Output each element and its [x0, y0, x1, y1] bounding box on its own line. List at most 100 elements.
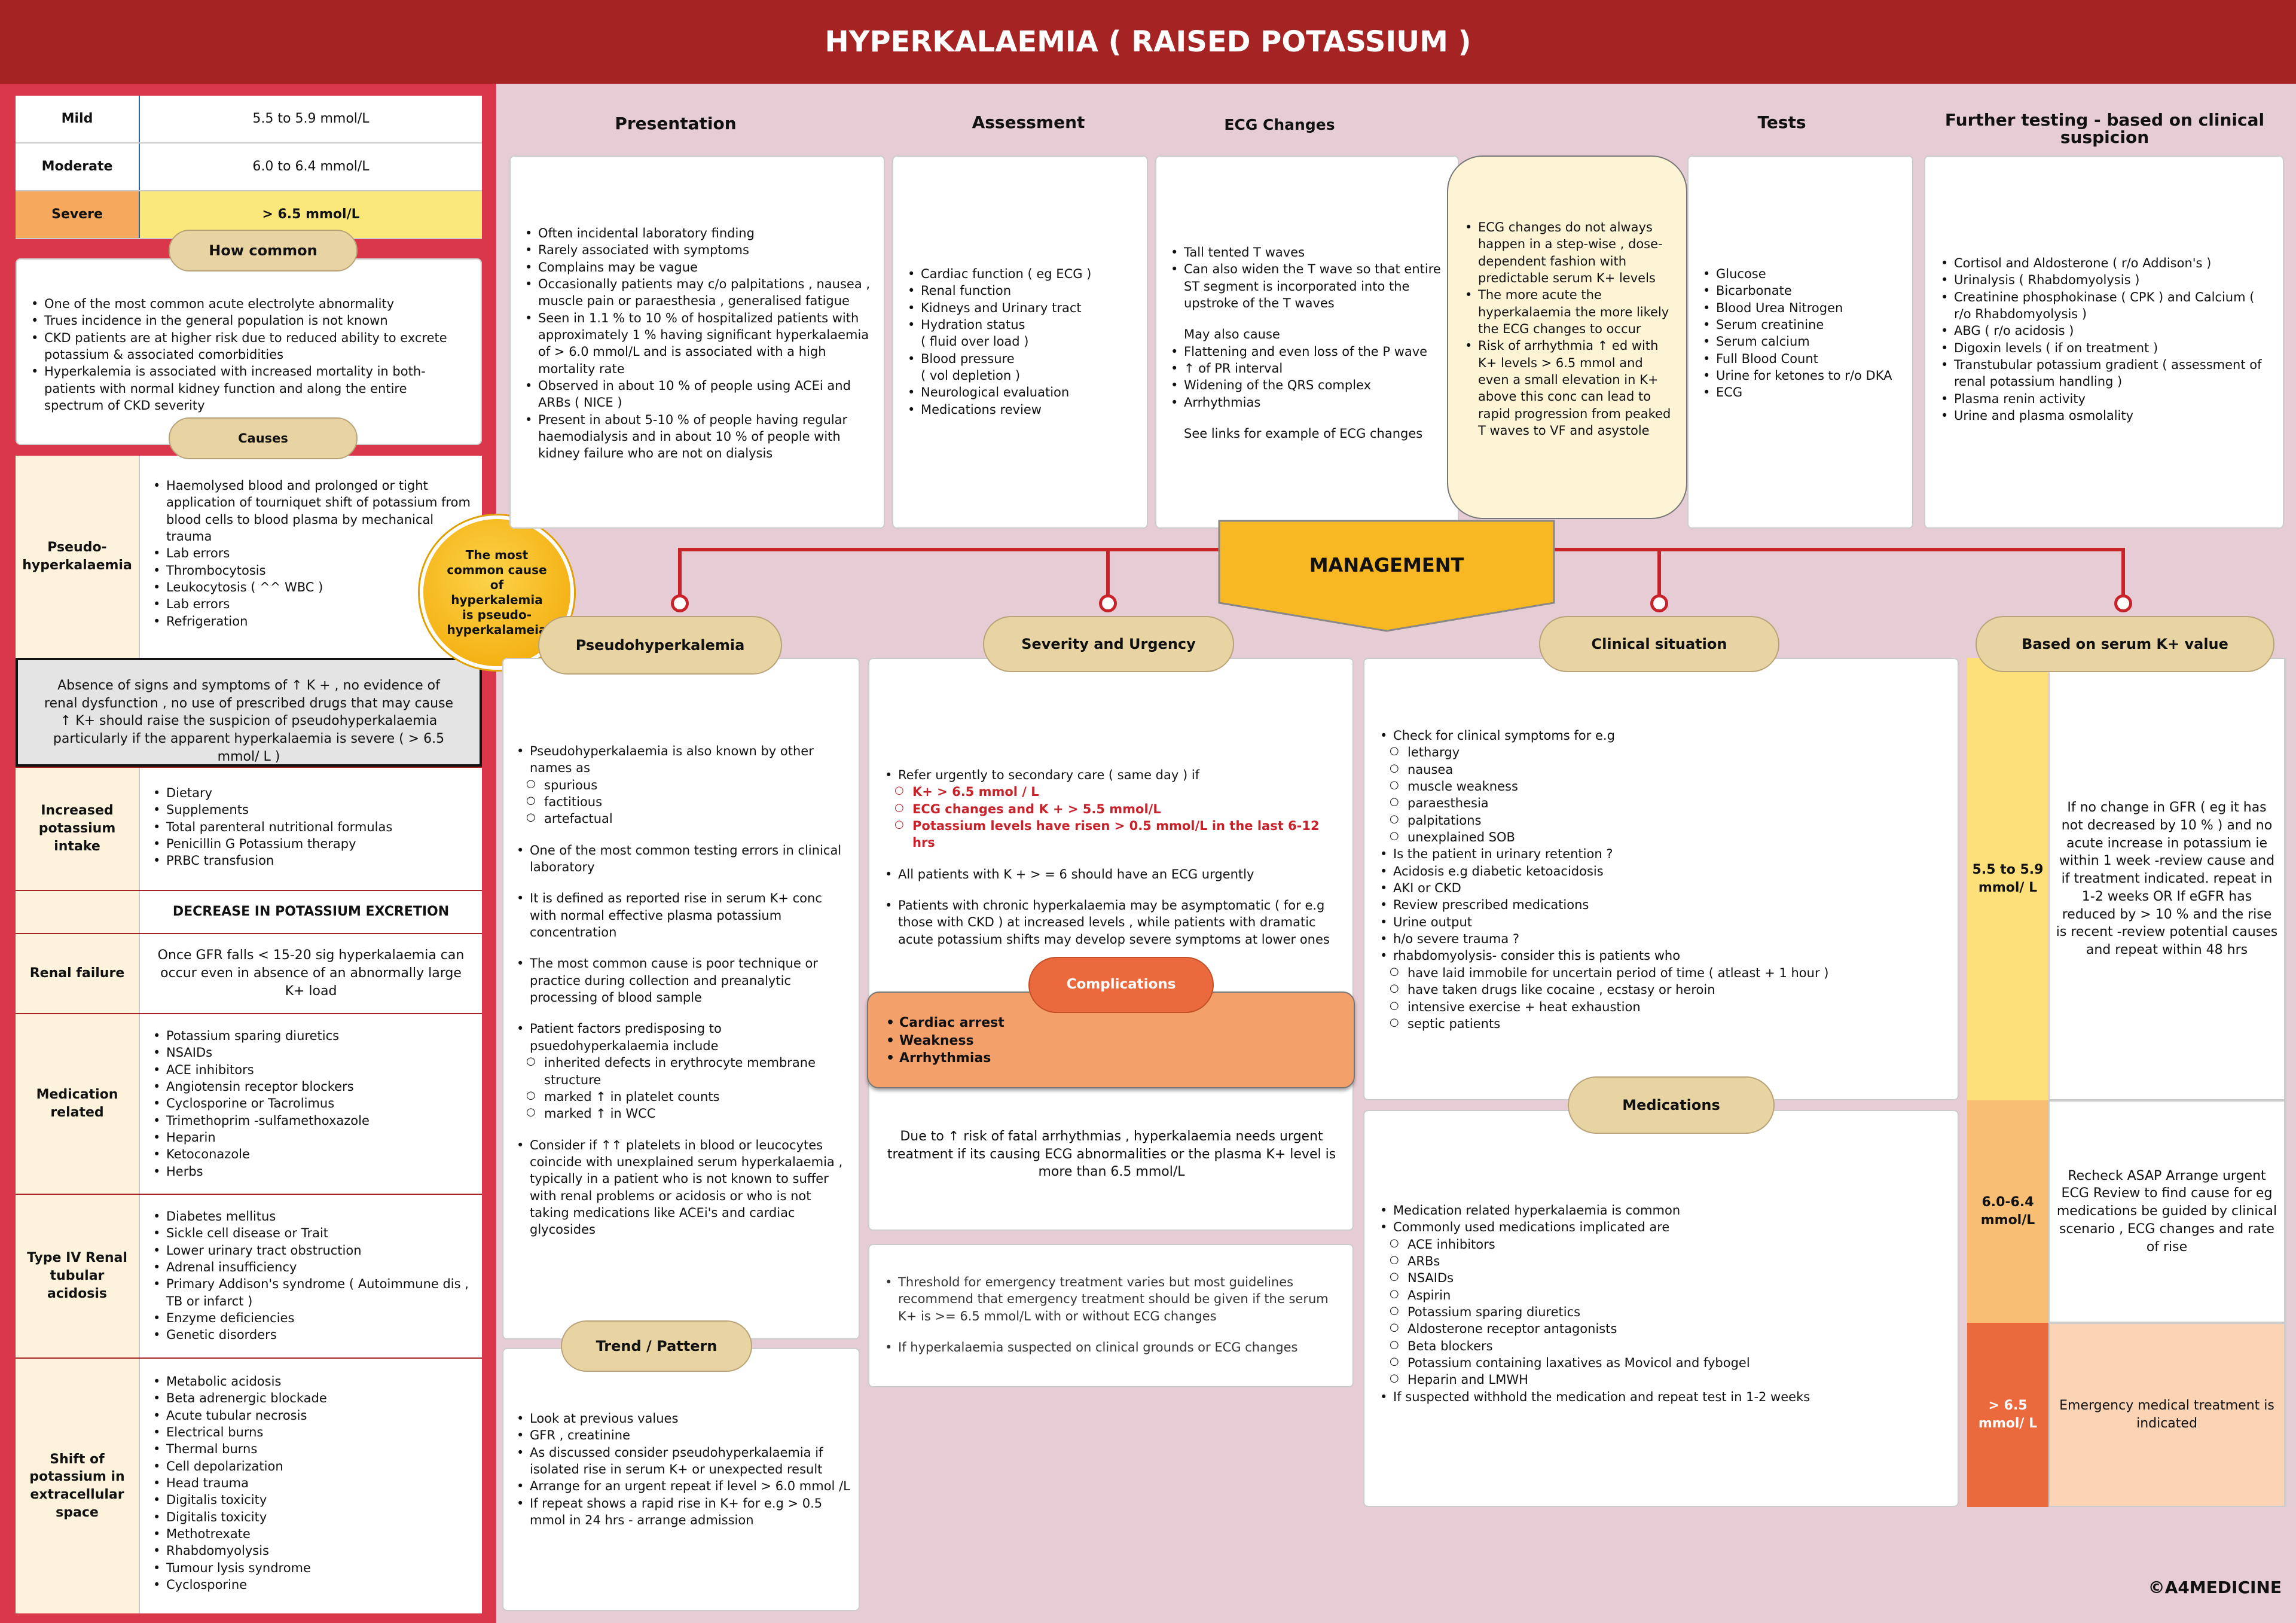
- further-testing-box: Cortisol and Aldosterone ( r/o Addison's…: [1924, 155, 2284, 529]
- list-item: muscle weakness: [1376, 778, 1947, 795]
- list-item: ACE inhibitors: [1376, 1236, 1947, 1253]
- list-item: Look at previous values: [513, 1410, 850, 1427]
- cause-intake: Increased potassium intake Dietary Suppl…: [16, 767, 482, 890]
- list-item: Digitalis toxicity: [149, 1491, 472, 1509]
- pseudo-mgmt-box: Pseudohyperkalaemia is also known by oth…: [502, 658, 860, 1340]
- list-item: Commonly used medications implicated are: [1376, 1219, 1947, 1236]
- list-item: Adrenal insufficiency: [149, 1259, 472, 1276]
- excretion-header: DECREASE IN POTASSIUM EXCRETION: [172, 904, 450, 920]
- medications-pill: Medications: [1568, 1076, 1775, 1134]
- list-item: Tall tented T waves: [1167, 244, 1449, 261]
- severity-label: Mild: [16, 96, 140, 142]
- list-item: have taken drugs like cocaine , ecstasy …: [1376, 981, 1947, 998]
- list-item: Potassium containing laxatives as Movico…: [1376, 1354, 1947, 1371]
- list-item: Primary Addison's syndrome ( Autoimmune …: [149, 1276, 472, 1310]
- list-item: marked ↑ in WCC: [513, 1105, 850, 1122]
- list-item: Genetic disorders: [149, 1326, 472, 1344]
- list-item: lethargy: [1376, 744, 1947, 761]
- pseudo-mgmt-pill: Pseudohyperkalemia: [538, 616, 782, 675]
- excretion-header-row: DECREASE IN POTASSIUM EXCRETION: [16, 890, 482, 933]
- ecg-title: ECG Changes: [1224, 116, 1335, 133]
- list-item: Transtubular potassium gradient ( assess…: [1937, 356, 2274, 391]
- list-item: palpitations: [1376, 812, 1947, 829]
- list-item: Herbs: [149, 1163, 472, 1180]
- list-item: Enzyme deficiencies: [149, 1310, 472, 1327]
- list-item: Blood Urea Nitrogen: [1699, 300, 1906, 317]
- list-item: All patients with K + > = 6 should have …: [881, 866, 1342, 883]
- list-item: Aldosterone receptor antagonists: [1376, 1320, 1947, 1337]
- list-item: Sickle cell disease or Trait: [149, 1225, 472, 1242]
- list-item: Angiotensin receptor blockers: [149, 1078, 472, 1096]
- list-item: Plasma renin activity: [1937, 391, 2274, 408]
- connector-node: [2114, 594, 2132, 612]
- list-item: paraesthesia: [1376, 795, 1947, 812]
- list-item: Rarely associated with symptoms: [521, 242, 875, 259]
- list-item: Potassium sparing diuretics: [1376, 1304, 1947, 1320]
- list-item: Is the patient in urinary retention ?: [1376, 846, 1947, 863]
- list-item: factitious: [513, 794, 850, 810]
- severity-label: Severe: [16, 191, 140, 238]
- list-item: Cyclosporine or Tacrolimus: [149, 1095, 472, 1112]
- list-item: Occasionally patients may c/o palpitatio…: [521, 276, 875, 310]
- list-item: Total parenteral nutritional formulas: [149, 819, 472, 836]
- list-item: ↑ of PR interval: [1167, 360, 1449, 377]
- cause-label: Type IV Renal tubular acidosis: [16, 1195, 140, 1357]
- list-item: inherited defects in erythrocyte membran…: [513, 1054, 850, 1088]
- list-item: Full Blood Count: [1699, 350, 1906, 368]
- list-item: It is defined as reported rise in serum …: [513, 890, 850, 941]
- list-item: ECG: [1699, 384, 1906, 401]
- pseudo-notice: Absence of signs and symptoms of ↑ K + ,…: [16, 658, 482, 767]
- connector-line: [1657, 548, 1661, 596]
- serum-text-severe: Emergency medical treatment is indicated: [2048, 1323, 2285, 1507]
- list-item: have laid immobile for uncertain period …: [1376, 965, 1947, 981]
- list-item: Heparin and LMWH: [1376, 1371, 1947, 1388]
- list-item: Serum creatinine: [1699, 316, 1906, 334]
- list-item: Heparin: [149, 1129, 472, 1146]
- list-item: Often incidental laboratory finding: [521, 225, 875, 242]
- severity-box: Refer urgently to secondary care ( same …: [868, 658, 1354, 1231]
- list-item: If hyperkalaemia suspected on clinical g…: [881, 1339, 1342, 1356]
- list-item: Pseudohyperkalaemia is also known by oth…: [513, 743, 850, 777]
- list-item: Potassium levels have risen > 0.5 mmol/L…: [881, 817, 1342, 852]
- connector-node: [1650, 594, 1668, 612]
- list-item: ( fluid over load ): [921, 334, 1029, 349]
- list-item: Acute tubular necrosis: [149, 1407, 472, 1424]
- serum-text-mild: If no change in GFR ( eg it has not decr…: [2048, 658, 2285, 1100]
- list-item: Methotrexate: [149, 1526, 472, 1543]
- list-item: Supplements: [149, 801, 472, 819]
- list-item: Aspirin: [1376, 1287, 1947, 1304]
- ecg-links-text: See links for example of ECG changes: [1184, 426, 1423, 441]
- list-item: Urine and plasma osmolality: [1937, 407, 2274, 425]
- connector-line: [1106, 548, 1110, 596]
- list-item: Digitalis toxicity: [149, 1509, 472, 1526]
- list-item: Cardiac function ( eg ECG ): [904, 266, 1138, 283]
- page-title: HYPERKALAEMIA ( RAISED POTASSIUM ): [825, 25, 1471, 59]
- severity-pill: Severity and Urgency: [983, 616, 1234, 672]
- list-item: Patients with chronic hyperkalaemia may …: [881, 897, 1342, 948]
- list-item: ARBs: [1376, 1253, 1947, 1270]
- list-item: Seen in 1.1 % to 10 % of hospitalized pa…: [521, 310, 875, 377]
- list-item: Lower urinary tract obstruction: [149, 1242, 472, 1259]
- list-item: ( vol depletion ): [921, 368, 1021, 383]
- list-item: One of the most common acute electrolyte…: [28, 295, 470, 313]
- copyright: ©A4MEDICINE: [2148, 1578, 2282, 1597]
- list-item: If repeat shows a rapid rise in K+ for e…: [513, 1495, 850, 1529]
- presentation-title: Presentation: [615, 114, 737, 133]
- tests-box: Glucose Bicarbonate Blood Urea Nitrogen …: [1687, 155, 1913, 529]
- serum-label-severe: > 6.5 mmol/ L: [1967, 1323, 2048, 1507]
- connector-line: [678, 548, 682, 596]
- list-item: Medication related hyperkalaemia is comm…: [1376, 1202, 1947, 1219]
- list-item: Arrange for an urgent repeat if level > …: [513, 1478, 850, 1495]
- list-item: Check for clinical symptoms for e.g: [1376, 727, 1947, 745]
- list-item: Ketoconazole: [149, 1146, 472, 1163]
- list-item: Cortisol and Aldosterone ( r/o Addison's…: [1937, 255, 2274, 272]
- list-item: septic patients: [1376, 1015, 1947, 1032]
- ecg-may-also: May also cause: [1184, 327, 1280, 342]
- cause-rta: Type IV Renal tubular acidosis Diabetes …: [16, 1194, 482, 1357]
- list-item: Widening of the QRS complex: [1167, 377, 1449, 394]
- list-item: Present in about 5-10 % of people having…: [521, 411, 875, 462]
- trend-pill: Trend / Pattern: [561, 1320, 752, 1372]
- cause-label: Increased potassium intake: [16, 768, 140, 890]
- list-item: GFR , creatinine: [513, 1427, 850, 1444]
